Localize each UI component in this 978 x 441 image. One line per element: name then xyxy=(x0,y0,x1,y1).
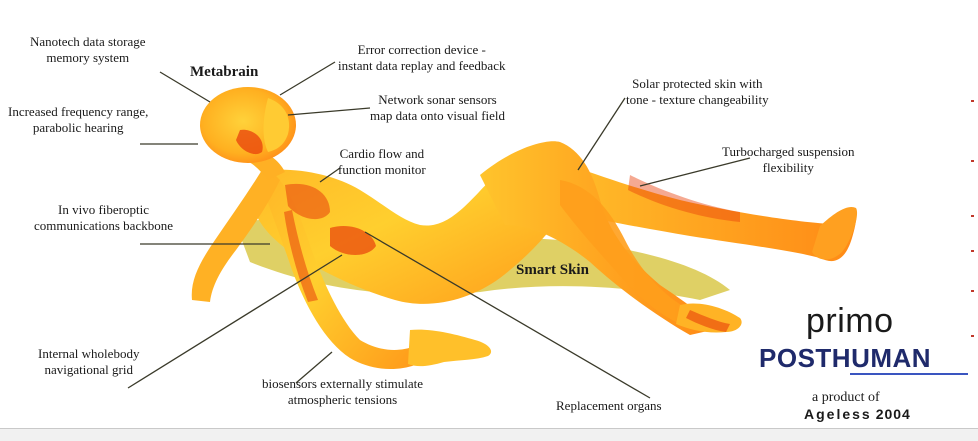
edge-tick xyxy=(971,250,974,252)
label-error-correction: Error correction device -instant data re… xyxy=(338,42,506,73)
hotspot-leg xyxy=(628,175,740,222)
front-shin xyxy=(560,180,700,330)
hotspot-organs xyxy=(330,226,376,255)
leader-biosensors xyxy=(295,351,333,384)
leader-organs xyxy=(364,231,651,399)
leader-lines xyxy=(127,61,751,399)
label-frequency: Increased frequency range,parabolic hear… xyxy=(8,104,149,135)
label-smart-skin: Smart Skin xyxy=(516,262,589,278)
hotspot-chest xyxy=(285,183,330,220)
label-replacement-organs: Replacement organs xyxy=(556,398,662,413)
edge-tick xyxy=(971,215,974,217)
leader-turbo xyxy=(639,157,751,187)
leader-solar xyxy=(577,97,626,171)
edge-tick xyxy=(971,100,974,102)
hotspot-head xyxy=(236,129,263,155)
brand-year: 2004 xyxy=(875,406,911,422)
leader-nanotech xyxy=(159,71,211,103)
hotspot-shin xyxy=(686,310,730,332)
leader-navgrid xyxy=(127,254,343,389)
leader-cardio xyxy=(319,167,341,183)
bottom-scrollbar[interactable] xyxy=(0,428,978,441)
brand-ageless-name: Ageless xyxy=(804,406,872,422)
right-edge-marks xyxy=(964,0,978,428)
support-arm xyxy=(191,165,280,302)
leader-sonar xyxy=(287,107,371,116)
brand-underline xyxy=(850,373,968,375)
edge-tick xyxy=(971,335,974,337)
edge-tick xyxy=(971,160,974,162)
brand-product-of: a product of xyxy=(812,390,880,405)
arm xyxy=(262,175,415,370)
leader-error xyxy=(279,61,336,96)
back-leg xyxy=(520,150,857,262)
label-metabrain: Metabrain xyxy=(190,64,259,80)
hotspot-arm xyxy=(284,210,318,302)
brand-primo: primo xyxy=(806,302,894,340)
edge-tick xyxy=(971,290,974,292)
brand-posthuman: POSTHUMAN xyxy=(759,343,932,373)
back-foot xyxy=(812,206,858,260)
hand xyxy=(408,329,492,367)
face xyxy=(263,98,290,152)
